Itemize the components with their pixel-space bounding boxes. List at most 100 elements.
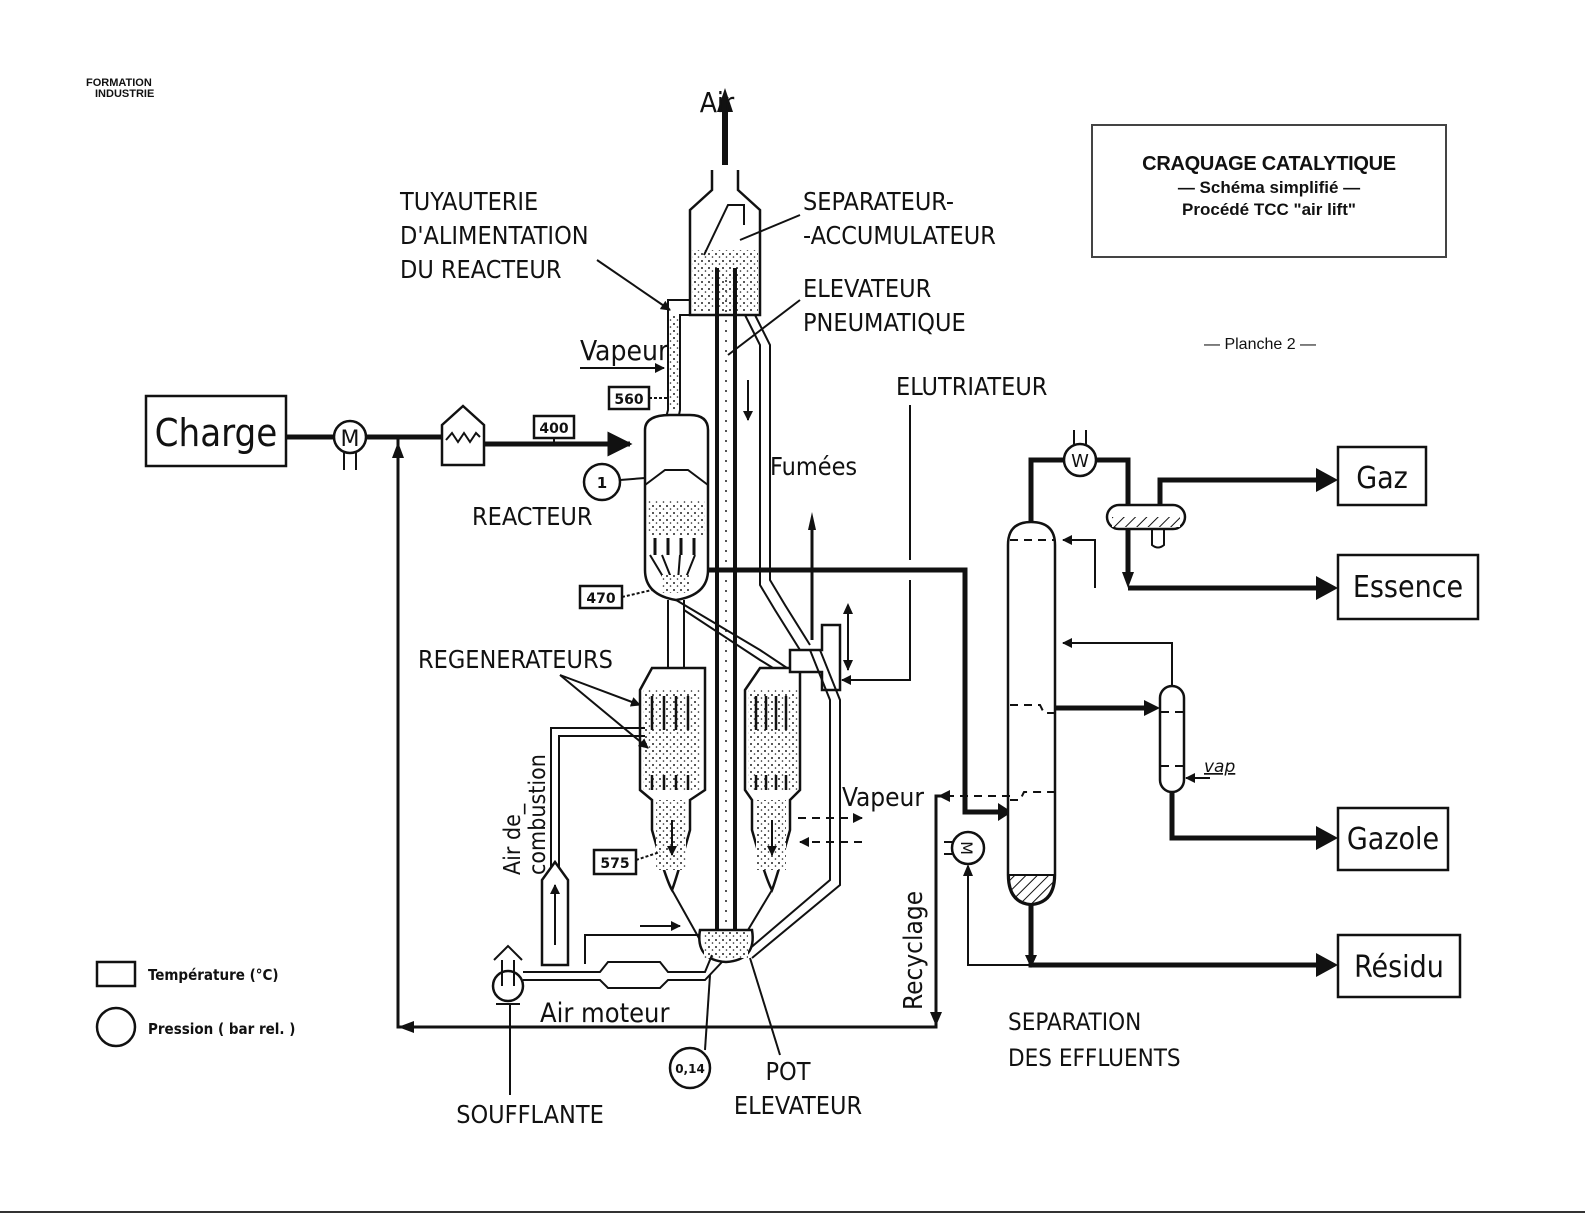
condensate-arrow-icon [1122, 572, 1134, 588]
lift-pot-label-1: POT [766, 1057, 811, 1086]
effluent-arrow-icon [998, 803, 1012, 821]
lift-pot [698, 928, 754, 964]
elutriator-return-line [841, 580, 911, 685]
lift-label-2: PNEUMATIQUE [803, 308, 966, 337]
temperature-tag-560: 560 [607, 385, 668, 411]
regenerator-pointer-2 [559, 674, 649, 749]
feed-pipe-pointer [596, 259, 671, 311]
stripper-steam-label: vap [1204, 757, 1235, 777]
feed-pipe-label-2: D'ALIMENTATION [400, 221, 589, 250]
overhead-line [1028, 457, 1064, 522]
product-gaz-label: Gaz [1356, 461, 1408, 496]
brand-line-2: INDUSTRIE [95, 88, 155, 100]
regenerator-right [743, 666, 802, 893]
feed-label: Charge [155, 411, 278, 455]
gasoil-product-line [1169, 792, 1325, 841]
fumes-label: Fumées [770, 452, 857, 481]
steam-mid-label: Vapeur [842, 783, 924, 813]
pressure-tag-1: 1 [582, 462, 646, 502]
diagram-process: Procédé TCC "air lift" [1182, 200, 1356, 219]
recycle-pump-icon: M [944, 830, 986, 866]
residue-arrow-icon [1316, 953, 1338, 977]
temp-575-value: 575 [600, 856, 629, 872]
condenser-symbol: W [1071, 451, 1089, 472]
product-essence-label: Essence [1353, 570, 1463, 605]
blower-icon [491, 944, 525, 1005]
downcomer-pipe-inner [754, 314, 811, 646]
brand-logo: FORMATION INDUSTRIE [86, 78, 154, 100]
lift-pot-pointer [749, 957, 781, 1056]
recycle-pump-symbol: M [957, 841, 976, 855]
sheet-number: — Planche 2 — [1204, 336, 1317, 353]
regenerator-pointer-1 [559, 674, 641, 707]
lift-label-1: ELEVATEUR [803, 274, 931, 303]
temperature-tag-470: 470 [578, 584, 653, 610]
lift-pot-label-2: ELEVATEUR [734, 1091, 862, 1120]
air-out-label: Air [700, 86, 735, 119]
elutriator-vessel [788, 603, 853, 692]
pressure-0-14-value: 0,14 [675, 1062, 705, 1076]
motor-air-bypass [584, 934, 700, 964]
recycle-pump-line [967, 866, 1031, 966]
separator-accumulator [688, 170, 762, 317]
diagram-subtitle: — Schéma simplifié — [1177, 178, 1361, 197]
temp-560-value: 560 [614, 392, 643, 408]
side-stripper [1158, 684, 1186, 794]
title-block: CRAQUAGE CATALYTIQUE — Schéma simplifié … [1091, 124, 1447, 258]
gas-line [1157, 477, 1325, 505]
recycle-arrow-left-icon [398, 1021, 414, 1033]
temp-400-value: 400 [539, 421, 568, 437]
temperature-tag-400: 400 [532, 414, 576, 444]
regenerator-left [638, 666, 707, 893]
residue-line [1028, 905, 1325, 968]
legend-pressure: Pression ( bar rel. ) [148, 1020, 295, 1038]
elutriator-label: ELUTRIATEUR [896, 372, 1047, 401]
motor-air-line [523, 954, 713, 973]
motor-air-label: Air moteur [540, 998, 669, 1029]
recycle-arrow-icon [392, 442, 404, 458]
gasoil-draw-arrow-icon [1144, 700, 1160, 716]
fumes-arrow-icon [808, 512, 816, 530]
recycle-label: Recyclage [899, 891, 929, 1010]
condensate-line [1096, 457, 1131, 580]
product-essence: Essence [1336, 553, 1480, 621]
recycle-pump-arrow-icon [963, 864, 973, 876]
combustion-air-label-1: Air de_ [500, 803, 526, 875]
reactor-label: REACTEUR [472, 502, 593, 531]
separation-label-2: DES EFFLUENTS [1008, 1044, 1181, 1072]
air-out-arrow-icon [717, 88, 733, 112]
pneumatic-lift-pipe [715, 268, 737, 960]
combustion-air-line-inner [558, 735, 645, 960]
product-residu: Résidu [1336, 933, 1462, 999]
brand-line-1: FORMATION [86, 77, 152, 89]
steam-left-arrow-icon [938, 790, 950, 802]
gasoil-arrow-icon [1316, 826, 1338, 850]
separator-label-1: SEPARATEUR- [803, 187, 954, 216]
separator-pointer [739, 214, 801, 241]
reflux-line [1062, 535, 1096, 588]
recycle-down-arrow-icon [930, 1012, 942, 1026]
feed-pump-icon: M [332, 419, 368, 470]
blower-label: SOUFFLANTE [456, 1100, 604, 1129]
product-residu-label: Résidu [1354, 950, 1444, 985]
legend-temperature: Température (°C) [148, 966, 279, 984]
residue-down-arrow-icon [1025, 955, 1037, 968]
regenerators-label: REGENERATEURS [418, 645, 613, 674]
pressure-1-value: 1 [597, 474, 607, 492]
separation-label-1: SEPARATION [1008, 1008, 1141, 1036]
separator-label-2: -ACCUMULATEUR [803, 221, 996, 250]
product-gazole-label: Gazole [1347, 822, 1439, 857]
feed-pipe-label-3: DU REACTEUR [400, 255, 561, 284]
feed-box: Charge [144, 394, 288, 468]
gasoline-arrow-icon [1316, 576, 1338, 600]
steam-top-label: Vapeur [580, 334, 669, 367]
downcomer-pipe [744, 314, 801, 651]
product-gaz: Gaz [1336, 445, 1428, 507]
temp-470-value: 470 [586, 591, 615, 607]
overhead-condenser-icon: W [1062, 430, 1098, 478]
gas-arrow-icon [1316, 468, 1338, 492]
pump-symbol: M [341, 427, 360, 452]
motor-air-line-inner [523, 961, 723, 989]
reactor-vessel [643, 413, 710, 602]
